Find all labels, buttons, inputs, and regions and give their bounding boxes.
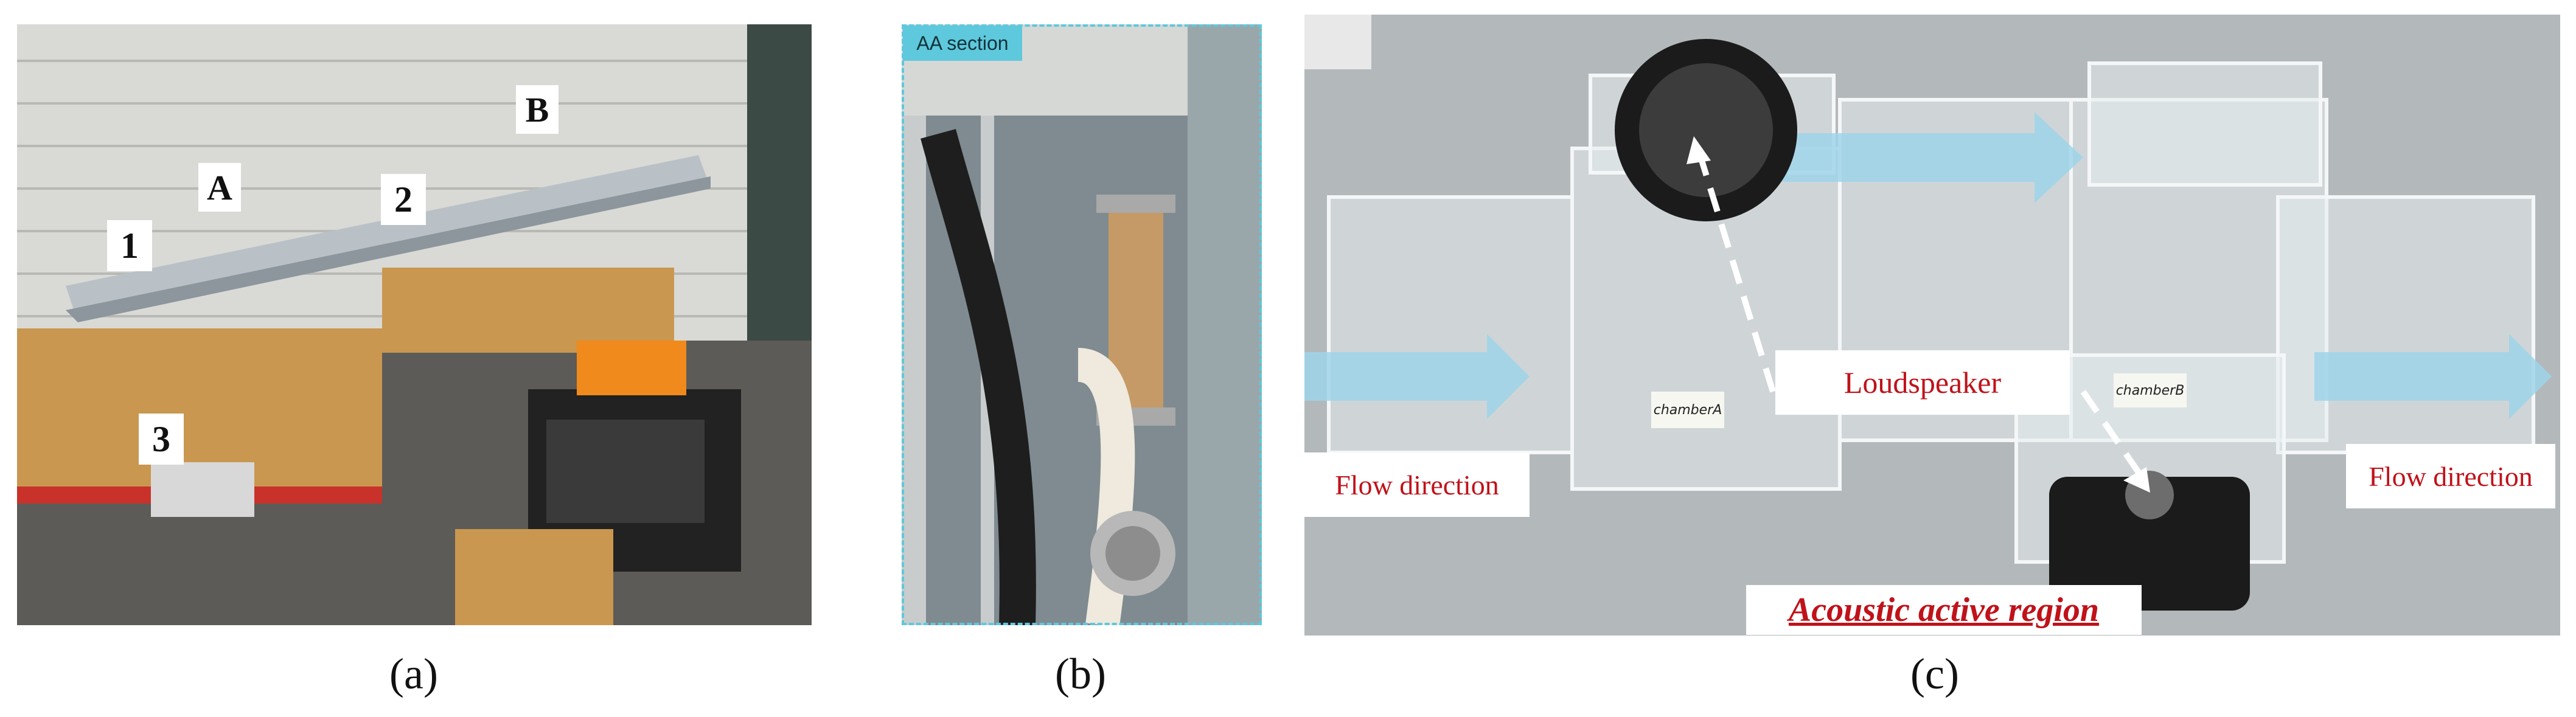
label-A: A bbox=[198, 163, 241, 212]
label-2: 2 bbox=[381, 174, 426, 225]
photo-panel-a: 1 2 3 A B bbox=[17, 24, 812, 625]
label-1: 1 bbox=[107, 220, 152, 271]
caption-a: (a) bbox=[389, 649, 438, 698]
flow-direction-label-left: Flow direction bbox=[1304, 452, 1530, 517]
flow-direction-label-right: Flow direction bbox=[2346, 444, 2555, 508]
photo-a-illustration bbox=[17, 24, 812, 625]
photo-panel-b: AA section bbox=[902, 24, 1262, 625]
caption-b: (b) bbox=[1055, 649, 1106, 698]
aa-section-tag: AA section bbox=[903, 26, 1022, 61]
aa-section-frame bbox=[902, 24, 1262, 625]
photo-c-illustration bbox=[1304, 15, 2560, 636]
loudspeaker-label: Loudspeaker bbox=[1775, 350, 2070, 415]
label-3: 3 bbox=[139, 414, 184, 465]
photo-b-illustration bbox=[902, 24, 1262, 625]
caption-c: (c) bbox=[1910, 649, 1959, 698]
acoustic-active-region-label: Acoustic active region bbox=[1746, 585, 2142, 635]
photo-panel-c: Flow direction Flow direction Loudspeake… bbox=[1304, 15, 2560, 636]
label-B: B bbox=[516, 85, 559, 134]
chamber-b-tag: chamberB bbox=[2115, 383, 2185, 398]
chamber-a-tag: chamberA bbox=[1653, 402, 1722, 418]
